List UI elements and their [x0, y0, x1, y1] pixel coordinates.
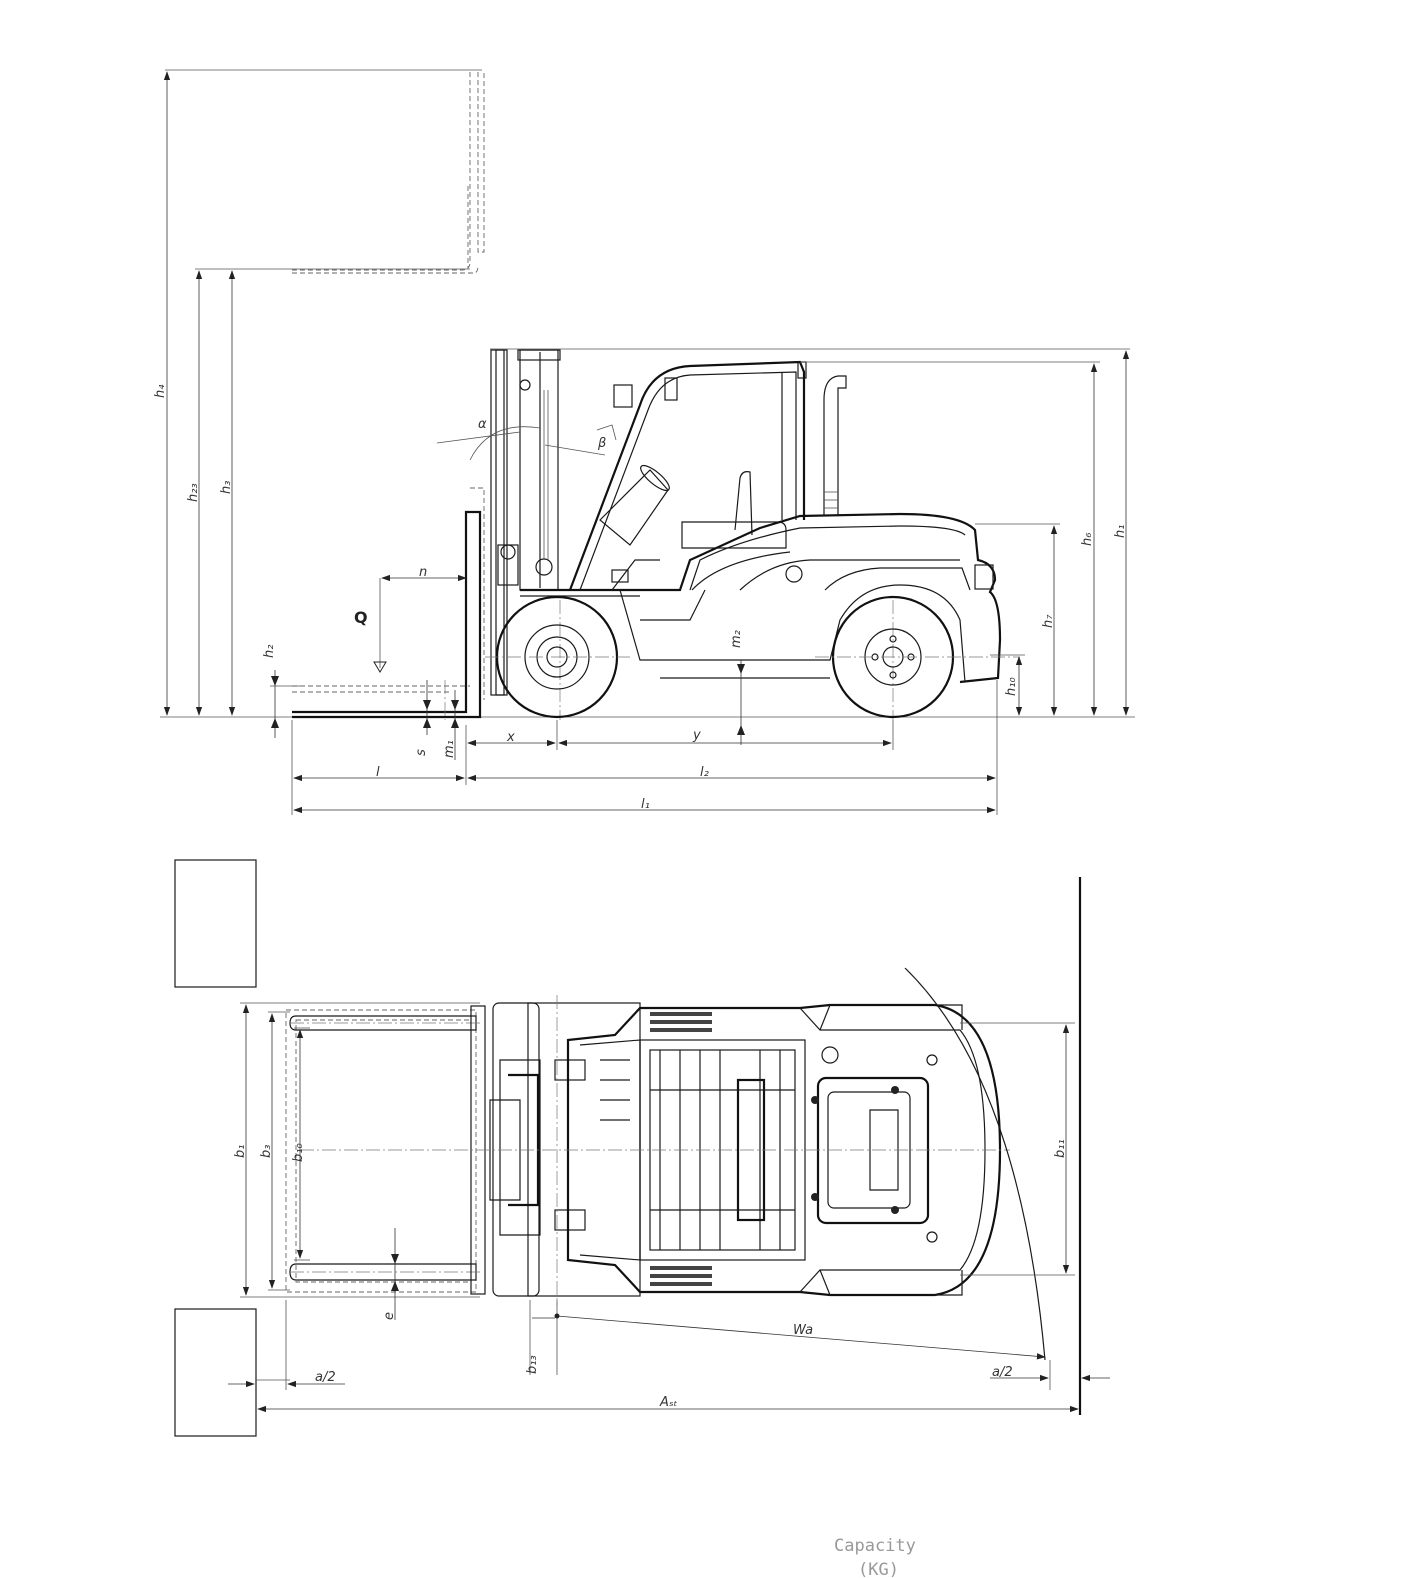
capacity-heading: Capacity — [834, 1536, 916, 1556]
turning-radius-arc — [904, 967, 1046, 1361]
label-q: Q — [354, 608, 368, 627]
label-b3: b₃ — [259, 1145, 274, 1158]
label-h7: h₇ — [1041, 614, 1056, 628]
label-e: e — [382, 1312, 397, 1320]
label-h23: h₂₃ — [186, 483, 201, 502]
label-y: y — [692, 728, 701, 743]
label-s: s — [414, 749, 429, 756]
label-h4: h₄ — [153, 384, 168, 398]
capacity-unit: (KG) — [858, 1560, 899, 1578]
label-h3: h₃ — [219, 481, 234, 494]
label-x: x — [506, 730, 515, 745]
truck-body-top — [300, 995, 1010, 1305]
raised-load-outline — [165, 69, 485, 274]
mast — [490, 349, 561, 696]
label-b10: b₁₀ — [291, 1143, 306, 1162]
exhaust-pipe — [823, 375, 847, 515]
label-m2: m₂ — [729, 630, 744, 648]
truck-body — [520, 512, 1002, 720]
tilt-angles — [436, 424, 617, 461]
overhead-guard — [568, 360, 807, 591]
top-view: b₁ b₃ b₁₀ b₁₁ b₁₃ e Wa a/2 a/2 Aₛₜ — [174, 859, 1110, 1437]
label-a-half-right: a/2 — [992, 1365, 1013, 1380]
label-l: l — [376, 765, 380, 780]
load-center — [373, 574, 467, 673]
label-b11: b₁₁ — [1053, 1139, 1068, 1158]
label-n: n — [419, 565, 427, 580]
operator-station — [599, 464, 787, 591]
label-m1: m₁ — [442, 740, 457, 758]
rear-wheel — [815, 595, 1020, 719]
pallet-upper — [174, 859, 257, 988]
label-h10: h₁₀ — [1004, 677, 1019, 696]
load-outline-top — [285, 1009, 477, 1293]
forks-top — [289, 1015, 480, 1281]
label-a-half-left: a/2 — [315, 1370, 336, 1385]
fork-carriage — [470, 1002, 641, 1297]
label-l2: l₂ — [700, 765, 709, 780]
front-wheel — [485, 595, 630, 719]
label-alpha: α — [478, 417, 487, 432]
label-h2: h₂ — [262, 645, 277, 658]
label-ast: Aₛₜ — [659, 1395, 678, 1410]
tread-pattern — [650, 1012, 712, 1286]
fork-lowered — [292, 487, 485, 720]
label-h6: h₆ — [1080, 533, 1095, 546]
label-wa: Wa — [793, 1323, 813, 1338]
label-l1: l₁ — [641, 797, 650, 812]
dim-wa — [556, 1315, 1046, 1360]
label-beta: β — [597, 436, 606, 451]
side-view: h₄ h₂₃ h₃ h₂ h₆ h₁ h₇ h₁₀ m₂ s m₁ x y l … — [153, 69, 1135, 815]
label-b13: b₁₃ — [525, 1355, 540, 1374]
label-h1: h₁ — [1113, 525, 1128, 538]
label-b1: b₁ — [233, 1145, 248, 1158]
pallet-lower — [174, 1308, 257, 1437]
